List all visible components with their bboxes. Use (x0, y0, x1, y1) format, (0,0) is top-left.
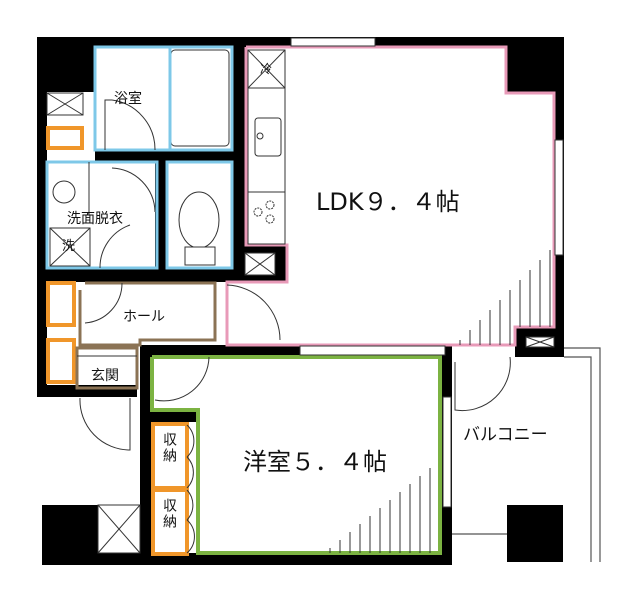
hall-label: ホール (123, 309, 165, 325)
washroom-label: 洗面脱衣 (67, 211, 123, 227)
storage-2-label: 収納 (161, 498, 177, 530)
washer-icon: 洗 (62, 239, 76, 254)
western-room-label: 洋室５．４帖 (243, 448, 387, 476)
balcony-label: バルコニー (463, 425, 548, 445)
storage-1-label: 収納 (161, 432, 177, 464)
bath-label: 浴室 (114, 91, 142, 107)
ldk-label: LDK９．４帖 (316, 188, 460, 216)
fridge-icon: 冷 (260, 62, 273, 76)
entrance-label: 玄関 (91, 368, 119, 384)
